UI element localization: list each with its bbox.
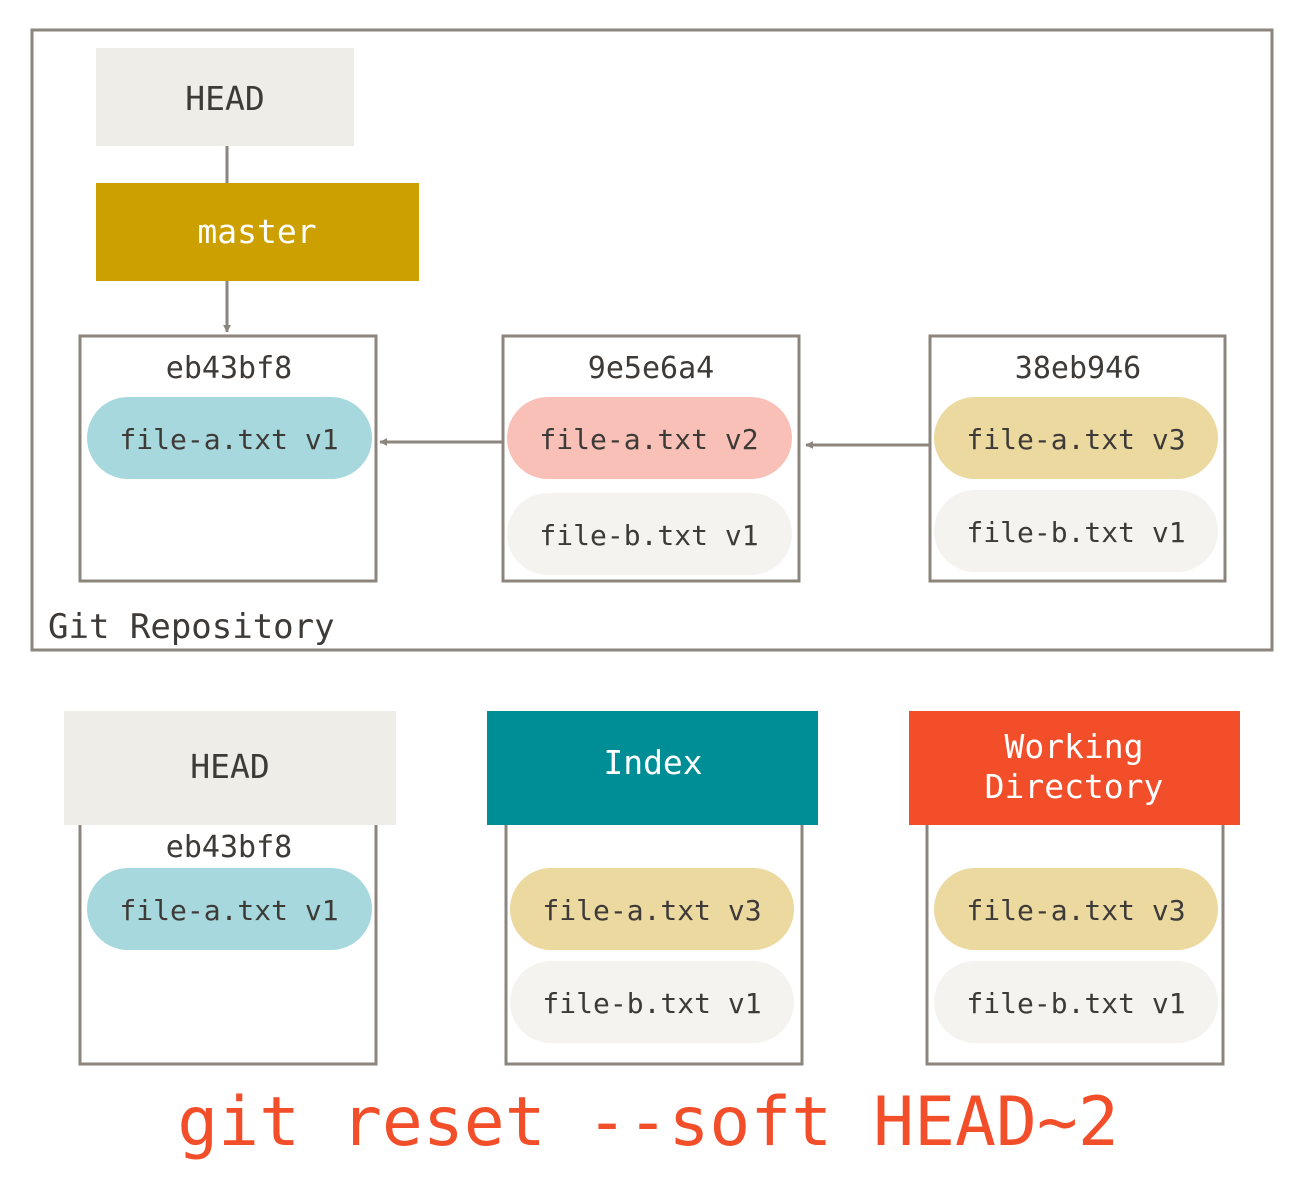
file-pill [507,493,792,575]
tree-title: HEAD [190,747,269,786]
file-pill [934,490,1218,572]
commit-hash: 9e5e6a4 [588,351,714,386]
commit-hash: eb43bf8 [166,351,292,386]
head-ref-box [96,48,354,146]
tree-index: Index file-a.txt v3 file-b.txt v1 [487,711,818,1066]
tree-subtitle: eb43bf8 [166,830,292,865]
repository-frame [30,28,1274,652]
file-pill-label: file-a.txt v1 [119,894,338,927]
file-pill-label: file-a.txt v1 [119,423,338,456]
tree-header-index [487,711,818,825]
file-pill [507,397,792,479]
tree-head: HEAD eb43bf8 file-a.txt v1 [64,711,396,1066]
file-pill-label: file-b.txt v1 [542,987,761,1020]
command-caption: git reset --soft HEAD~2 [177,1083,1119,1162]
file-pill [934,961,1218,1043]
tree-title-line: HEAD [190,747,269,786]
file-pill [87,868,372,950]
file-pill-label: file-a.txt v3 [966,423,1185,456]
master-branch-box [96,183,419,281]
file-pill-label: file-a.txt v2 [539,423,758,456]
commit-eb43bf8: eb43bf8 file-a.txt v1 [78,334,378,583]
tree-title: Index [603,743,702,782]
file-pill-label: file-b.txt v1 [539,519,758,552]
head-ref-label: HEAD [185,79,264,118]
tree-title-line: Directory [985,767,1164,806]
commit-hash: 38eb946 [1015,351,1141,386]
file-pill-label: file-a.txt v3 [966,894,1185,927]
commit-38eb946: 38eb946 file-a.txt v3 file-b.txt v1 [928,334,1227,583]
tree-title-line: Index [603,743,702,782]
repository-label: Git Repository [48,607,335,647]
tree-title-line: Working [1004,727,1143,766]
file-pill-label: file-b.txt v1 [966,987,1185,1020]
file-pill [87,397,372,479]
master-branch-label: master [197,212,316,251]
file-pill-label: file-b.txt v1 [966,516,1185,549]
file-pill [934,868,1218,950]
file-pill [934,397,1218,479]
commit-9e5e6a4: 9e5e6a4 file-a.txt v2 file-b.txt v1 [501,334,801,583]
tree-header-workdir [909,711,1240,825]
tree-header-head [64,711,396,825]
file-pill-label: file-a.txt v3 [542,894,761,927]
file-pill [510,961,794,1043]
file-pill [510,868,794,950]
